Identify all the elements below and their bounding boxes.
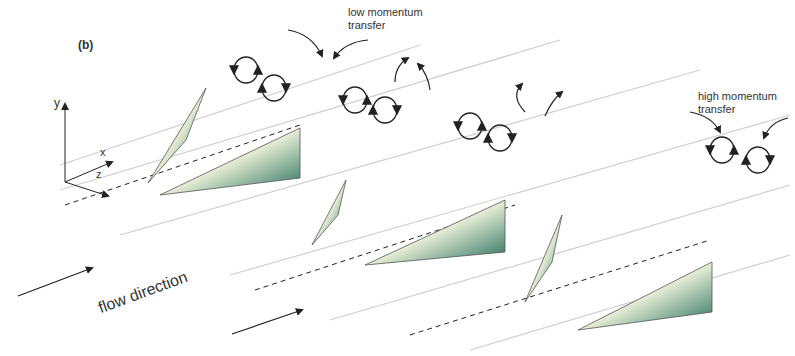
vortex-ring — [488, 125, 512, 151]
dashed-lines — [65, 125, 710, 335]
vortex-arrowhead — [508, 134, 516, 142]
vortex-arrowhead — [254, 66, 262, 74]
axis-label: y — [54, 96, 60, 110]
vortex-arrowhead — [454, 122, 462, 130]
vortex-ring — [343, 87, 367, 113]
vanes — [148, 88, 712, 330]
axis-label: x — [100, 146, 106, 159]
annotation: low momentum transfer — [348, 6, 428, 32]
annotation: high momentum transfer — [698, 90, 778, 116]
axes — [65, 104, 112, 196]
momentum-arrows — [288, 30, 788, 138]
vortex-arrowhead — [339, 96, 347, 104]
vortex-arrowhead — [742, 156, 750, 164]
vortex-arrowhead — [258, 84, 266, 92]
vortex-ring — [234, 57, 258, 83]
vortex-arrowhead — [230, 66, 238, 74]
annotation: flow direction — [96, 268, 190, 317]
vortex-ring — [373, 97, 397, 123]
axis-label: z — [96, 168, 102, 181]
vortex-arrowhead — [282, 84, 290, 92]
vortex-arrowhead — [766, 156, 774, 164]
vortex-ring — [262, 75, 286, 101]
vortex-arrowhead — [484, 134, 492, 142]
vortex-arrowhead — [478, 122, 486, 130]
vortex-ring — [458, 113, 482, 139]
vortex-arrowhead — [706, 146, 714, 154]
vortex-arrowhead — [393, 106, 401, 114]
vortex-arrowhead — [363, 96, 371, 104]
vortex-ring — [710, 137, 734, 163]
flow-arrows — [18, 268, 302, 334]
vortices — [230, 57, 774, 173]
vortex-ring — [746, 147, 770, 173]
panel-label: (b) — [78, 38, 93, 52]
plate-lines — [60, 40, 790, 350]
vortex-arrowhead — [730, 146, 738, 154]
vortex-arrowhead — [369, 106, 377, 114]
